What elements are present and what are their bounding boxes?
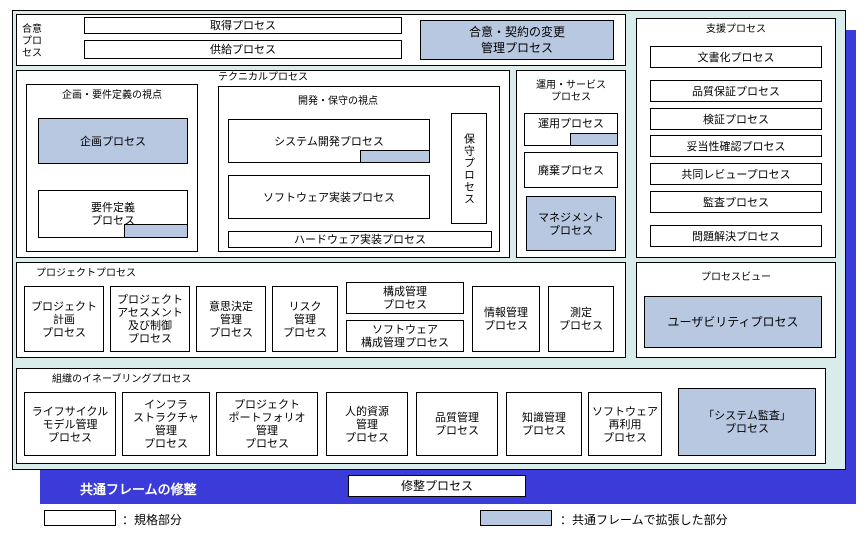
supply-process: 供給プロセス (84, 40, 402, 59)
common-frame-label: 共通フレームの修整 (80, 483, 197, 498)
human-resource-process: 人的資源 管理 プロセス (326, 392, 408, 456)
operation-extension-mark (570, 133, 618, 146)
maintenance-process: 保守プロセス (451, 113, 487, 224)
software-implementation-process: ソフトウェア実装プロセス (228, 175, 430, 219)
technical-label: テクニカルプロセス (218, 72, 308, 83)
validation-process: 妥当性確認プロセス (650, 135, 822, 157)
management-process: マネジメント プロセス (526, 196, 616, 251)
knowledge-management-process: 知識管理 プロセス (506, 392, 582, 456)
maintenance-process-label: 保守プロセス (462, 132, 476, 205)
operation-label: 運用・サービス プロセス (536, 80, 606, 103)
disposal-process: 廃棄プロセス (524, 152, 618, 188)
information-management-process: 情報管理 プロセス (472, 286, 540, 352)
support-label: 支援プロセス (706, 24, 766, 35)
legend-extension-swatch (480, 510, 552, 526)
agreement-change-process: 合意・契約の変更 管理プロセス (420, 20, 614, 60)
measurement-process: 測定 プロセス (548, 286, 614, 352)
infrastructure-process: インフラ ストラクチャ 管理 プロセス (122, 392, 210, 456)
acquisition-process: 取得プロセス (84, 17, 402, 34)
decision-management-process: 意思決定 管理 プロセス (196, 286, 266, 352)
agreement-label: 合意 プロ セス (22, 24, 42, 59)
system-audit-process: 「システム監査」 プロセス (678, 388, 816, 456)
problem-resolution-process: 問題解決プロセス (650, 225, 822, 247)
risk-management-process: リスク 管理 プロセス (272, 286, 338, 352)
lifecycle-model-process: ライフサイクル モデル管理 プロセス (24, 392, 116, 456)
tailoring-process: 修整プロセス (348, 475, 526, 497)
legend-standard-label: ：規格部分 (122, 513, 183, 527)
planning-process: 企画プロセス (38, 118, 188, 164)
system-development-extension-mark (360, 150, 430, 163)
software-reuse-process: ソフトウェア 再利用 プロセス (588, 392, 662, 456)
legend-extension-label: ：共通フレームで拡張した部分 (560, 513, 728, 527)
operation-process: 運用プロセス (524, 113, 618, 146)
documentation-process: 文書化プロセス (650, 46, 822, 68)
requirements-extension-mark (124, 224, 188, 238)
legend-standard-swatch (44, 510, 116, 526)
portfolio-process: プロジェクト ポートフォリオ 管理 プロセス (216, 392, 318, 456)
audit-process: 監査プロセス (650, 191, 822, 213)
project-planning-process: プロジェクト 計画 プロセス (24, 286, 104, 352)
dev-view-label: 開発・保守の視点 (298, 96, 378, 107)
project-label: プロジェクトプロセス (36, 268, 136, 279)
verification-process: 検証プロセス (650, 108, 822, 130)
software-configuration-process: ソフトウェア 構成管理プロセス (346, 320, 464, 352)
usability-process: ユーザビリティプロセス (644, 296, 822, 348)
hardware-implementation-process: ハードウェア実装プロセス (228, 231, 492, 248)
planning-view-label: 企画・要件定義の視点 (62, 90, 162, 101)
quality-management-process: 品質管理 プロセス (416, 392, 498, 456)
joint-review-process: 共同レビュープロセス (650, 163, 822, 185)
enabling-label: 組織のイネーブリングプロセス (52, 374, 192, 385)
project-assessment-process: プロジェクト アセスメント 及び制御 プロセス (110, 286, 190, 352)
process-view-label: プロセスビュー (701, 272, 771, 283)
configuration-management-process: 構成管理 プロセス (346, 282, 464, 314)
quality-assurance-process: 品質保証プロセス (650, 80, 822, 102)
